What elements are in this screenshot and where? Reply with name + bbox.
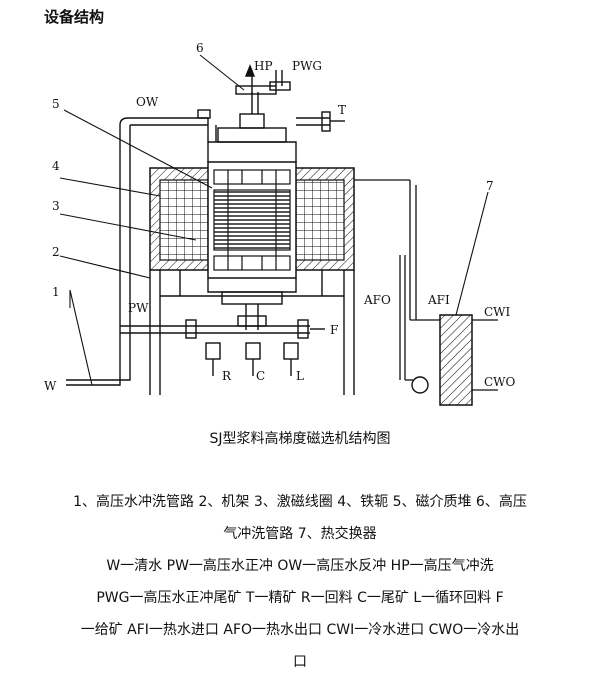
label-afo: AFO xyxy=(363,293,391,307)
label-n5: 5 xyxy=(52,97,60,111)
backflush-pipe xyxy=(66,109,345,386)
label-t: T xyxy=(338,103,346,117)
heat-exchanger xyxy=(439,314,473,406)
pump xyxy=(411,376,429,394)
legend-line: 一给矿 AFI一热水进口 AFO一热水出口 CWI一冷水进口 CWO一冷水出 xyxy=(80,622,520,638)
legend-line: PWG一高压水正冲尾矿 T一精矿 R一回料 C一尾矿 L一循环回料 F xyxy=(96,590,504,606)
bottom-head xyxy=(207,278,297,330)
label-w: W xyxy=(44,379,57,393)
label-pwg: PWG xyxy=(292,59,322,73)
legend-line: 口 xyxy=(293,654,307,670)
label-n6: 6 xyxy=(196,41,204,55)
label-r: R xyxy=(222,369,232,383)
label-n3: 3 xyxy=(52,199,60,213)
label-c: C xyxy=(256,369,265,383)
label-cwi: CWI xyxy=(484,305,511,319)
legend-line: 1、高压水冲洗管路 2、机架 3、激磁线圈 4、铁轭 5、磁介质堆 6、高压 xyxy=(73,494,527,510)
label-n2: 2 xyxy=(52,245,60,259)
feed-pipe xyxy=(120,319,325,339)
label-pw: PW xyxy=(128,301,149,315)
label-n1: 1 xyxy=(52,285,60,299)
top-head xyxy=(207,64,297,162)
legend: 1、高压水冲洗管路 2、机架 3、激磁线圈 4、铁轭 5、磁介质堆 6、高压 气… xyxy=(10,486,590,678)
label-n4: 4 xyxy=(52,159,60,173)
machine-frame xyxy=(149,270,355,395)
label-n7: 7 xyxy=(486,179,494,193)
page-heading: 设备结构 xyxy=(44,8,105,26)
label-cwo: CWO xyxy=(484,375,516,389)
label-afi: AFI xyxy=(427,293,450,307)
label-hp: HP xyxy=(254,59,273,73)
outlet-valves xyxy=(205,342,299,376)
label-f: F xyxy=(330,323,338,337)
heat-exchanger-piping xyxy=(354,179,498,391)
label-l: L xyxy=(296,369,304,383)
label-ow: OW xyxy=(136,95,159,109)
legend-line: 气冲洗管路 7、热交换器 xyxy=(223,526,377,542)
legend-line: W一清水 PW一高压水正冲 OW一高压水反冲 HP一高压气冲洗 xyxy=(106,558,494,574)
magnetic-separator-diagram: 1 2 3 4 5 6 7 HP PWG OW T PW F W R C L A… xyxy=(44,41,516,406)
figure-caption: SJ型浆料高梯度磁选机结构图 xyxy=(209,431,391,447)
magnetic-matrix xyxy=(213,189,291,251)
